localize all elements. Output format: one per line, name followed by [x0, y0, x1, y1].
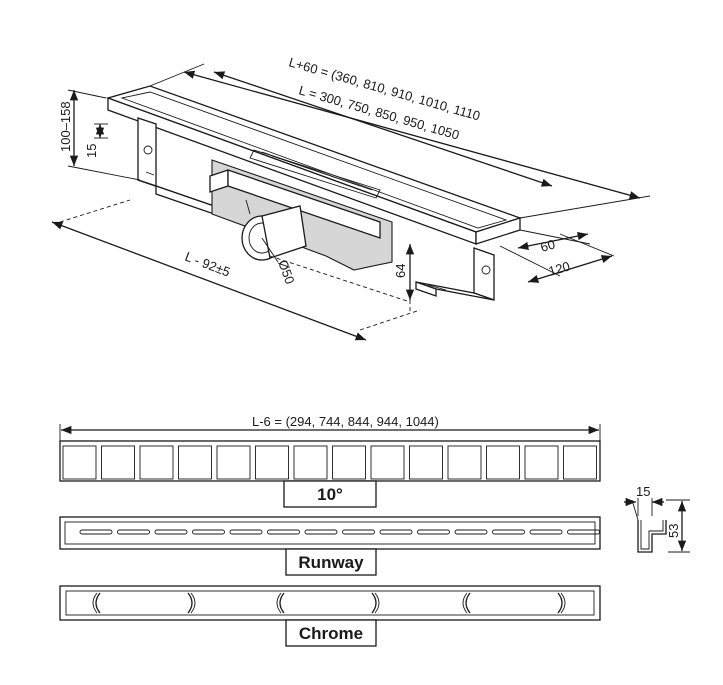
grate-slot	[79, 529, 113, 535]
grate-arc	[557, 592, 563, 614]
isometric-view: L+60 = (360, 810, 910, 1010, 1110 L = 30…	[51, 54, 651, 341]
grate-runway: Runway	[59, 516, 601, 576]
grate-square	[563, 445, 597, 480]
grate-slot	[567, 529, 600, 535]
grate-square	[139, 445, 174, 480]
grate-name-runway: Runway	[298, 553, 364, 572]
grate-square	[447, 445, 482, 480]
dim-width-inner: 60	[517, 229, 591, 255]
grate-arc	[187, 592, 193, 614]
grate-slot	[529, 529, 563, 535]
grate-square	[486, 445, 520, 480]
lip-label: 15	[84, 144, 99, 158]
grate-slot	[342, 529, 375, 535]
grate-length-label: L-6 = (294, 744, 844, 944, 1044)	[252, 414, 439, 429]
outlet-drop-label: 64	[393, 264, 408, 278]
grate-10-degree: 10°	[59, 440, 601, 508]
grate-square	[255, 445, 289, 480]
grate-square	[101, 445, 135, 480]
grate-name-10-degree: 10°	[317, 485, 343, 504]
dim-height: 100–158	[58, 89, 141, 181]
grate-slot	[154, 529, 188, 535]
grate-slot	[267, 529, 300, 535]
grate-slot	[379, 529, 413, 535]
height-label: 100–158	[58, 101, 73, 152]
grate-slot	[229, 529, 263, 535]
dim-feet-span: L - 92±5	[51, 221, 367, 341]
width-inner-label: 60	[539, 236, 557, 254]
grate-name-chrome: Chrome	[299, 624, 363, 643]
dim-outlet-drop: 64	[393, 244, 415, 300]
grate-arc	[560, 592, 566, 614]
channel-body	[105, 85, 523, 301]
grate-arc	[371, 592, 377, 614]
grate-chrome: Chrome	[59, 585, 601, 647]
grate-square	[293, 445, 328, 480]
grate-square	[178, 445, 212, 480]
grate-length-dimension: L-6 = (294, 744, 844, 944, 1044)	[59, 414, 601, 444]
width-outer-label: 120	[547, 258, 572, 278]
grate-square	[524, 445, 559, 480]
grate-square	[409, 445, 443, 480]
profile-detail: 15 53	[624, 484, 690, 553]
grate-arc	[374, 592, 380, 614]
grate-arc	[279, 592, 285, 614]
grate-arc	[92, 592, 98, 614]
grate-slot	[117, 529, 150, 535]
grate-square	[370, 445, 405, 480]
dim-lip: 15	[84, 123, 108, 158]
grate-slot	[454, 529, 488, 535]
grate-square	[62, 445, 97, 480]
grate-square	[216, 445, 251, 480]
grate-arc	[462, 592, 468, 614]
grate-arc	[465, 592, 471, 614]
grate-slot	[492, 529, 525, 535]
dim-width-outer: 120	[499, 233, 615, 283]
grate-slot	[417, 529, 450, 535]
grate-arc	[190, 592, 196, 614]
feet-span-label: L - 92±5	[183, 249, 232, 280]
grate-slot	[192, 529, 225, 535]
pipe-label: Ø50	[275, 258, 298, 286]
grate-arc	[276, 592, 282, 614]
grate-square	[332, 445, 366, 480]
grate-arc	[95, 592, 101, 614]
profile-height-label: 53	[666, 524, 681, 538]
profile-width-label: 15	[636, 484, 650, 499]
grate-slot	[304, 529, 338, 535]
